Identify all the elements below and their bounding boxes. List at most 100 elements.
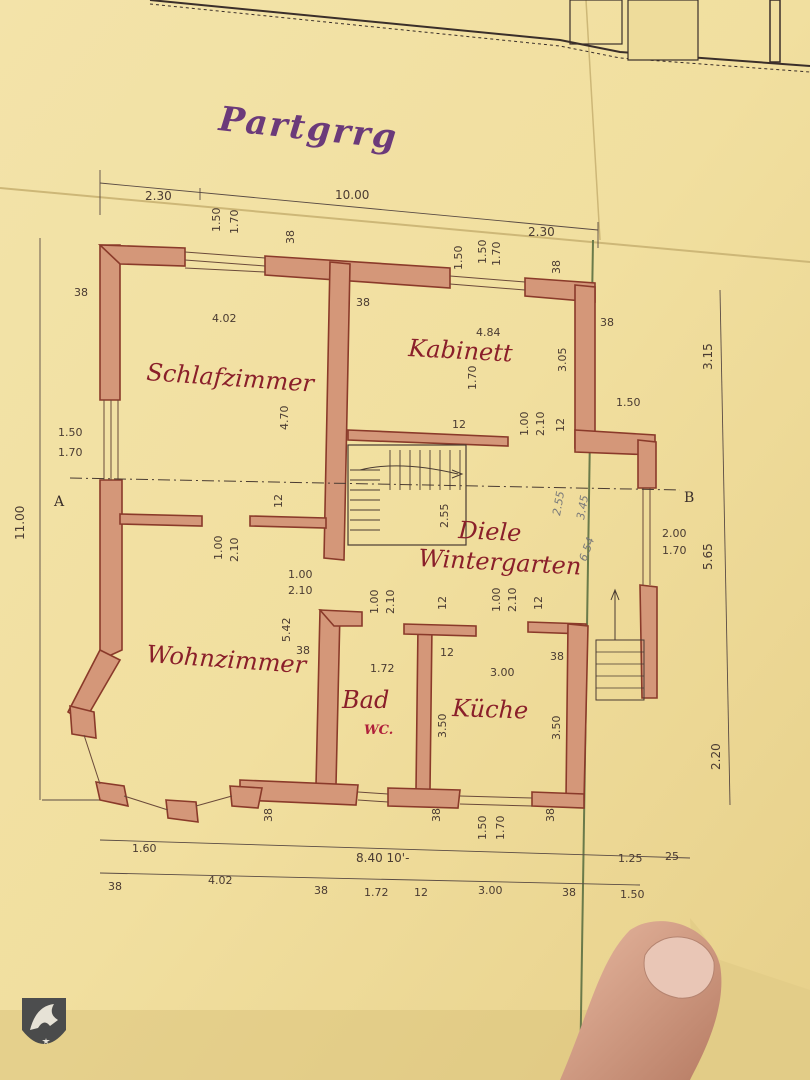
dim-bottom-r2-5: 12 <box>414 886 428 899</box>
open-w1b: 1.70 <box>228 210 241 235</box>
wall-top-mid <box>264 255 451 289</box>
dim-bottom-r2-3: 38 <box>314 884 328 897</box>
open-w5a: 1.50 <box>452 246 465 271</box>
dim-top-2: 10.00 <box>335 188 369 202</box>
pencil-note-1: 2.55 <box>550 490 567 516</box>
wall-mark-6: 38 <box>296 644 310 657</box>
dim-top-1: 2.30 <box>145 189 172 203</box>
open-d1b: 2.10 <box>228 538 241 563</box>
dim-kueche-height: 3.50 <box>550 716 563 741</box>
wall-mark-16: 38 <box>544 808 557 822</box>
dim-bad-width: 1.72 <box>370 662 395 675</box>
open-d4b: 2.10 <box>534 412 547 437</box>
open-w5b: 1.70 <box>466 366 479 391</box>
wall-mark-11: 12 <box>272 494 285 508</box>
wall-schlaf-bottom-right <box>249 515 327 529</box>
wall-bottom-right <box>531 791 585 809</box>
watermark-logo <box>22 998 66 1044</box>
dim-right-3: 2.20 <box>709 743 723 770</box>
dim-bottom-r2-7: 38 <box>562 886 576 899</box>
room-bad: Bad <box>341 686 389 714</box>
open-d1a: 1.00 <box>212 536 225 561</box>
wall-bad-top <box>318 609 363 627</box>
wall-bay-pier3 <box>165 799 199 823</box>
torn-paper-edge <box>690 918 810 1080</box>
dim-schlaf-height: 4.70 <box>278 406 291 431</box>
dim-right-1: 3.15 <box>701 343 715 370</box>
wall-mark-12: 12 <box>440 646 454 659</box>
dim-bottom-r2-1: 38 <box>108 880 122 893</box>
wall-mark-13: 12 <box>436 596 449 610</box>
open-w1a: 1.50 <box>210 208 223 233</box>
dim-bottom-total: 8.40 10'- <box>356 851 409 865</box>
wall-left-upper <box>99 244 121 401</box>
section-mark-b: B <box>684 490 694 506</box>
dimension-lines <box>39 170 731 886</box>
open-w4a: 1.50 <box>476 816 489 841</box>
wall-bottom-mid <box>387 787 461 809</box>
dim-bottom-r2-4: 1.72 <box>364 886 389 899</box>
wall-mark-3: 38 <box>356 296 370 309</box>
open-d2a: 1.00 <box>288 568 313 581</box>
wall-mark-14: 12 <box>532 596 545 610</box>
dim-top-3: 2.30 <box>528 225 555 239</box>
dim-kabinett-height: 3.05 <box>556 348 569 373</box>
wall-bay-pier2 <box>94 781 130 808</box>
wall-mark-7: 38 <box>550 650 564 663</box>
room-diele: Diele <box>457 516 522 547</box>
open-side: 1.50 <box>616 396 641 409</box>
wall-kabinett-bottom <box>347 429 509 447</box>
wall-bad-top-right <box>403 623 477 637</box>
fold-line-top <box>585 0 601 241</box>
wall-right-upper <box>574 284 596 451</box>
dim-bottom-r2-8: 1.50 <box>620 888 645 901</box>
open-d6a: 2.00 <box>662 527 687 540</box>
open-d4a: 1.00 <box>518 412 531 437</box>
wall-mark-1: 38 <box>74 286 88 299</box>
wall-mark-15: 38 <box>430 808 443 822</box>
room-kabinett: Kabinett <box>407 334 514 367</box>
open-w3a: 1.50 <box>58 426 83 439</box>
dim-bottom-r1-3: 25 <box>665 850 679 863</box>
dim-right-2: 5.65 <box>701 543 715 570</box>
wall-interior-vertical <box>323 261 351 561</box>
dim-left-total: 11.00 <box>13 506 27 540</box>
wall-left-mid <box>99 479 123 662</box>
wall-bad-right <box>415 624 433 791</box>
dim-bad-height: 3.50 <box>436 714 449 739</box>
wall-kueche-right <box>565 623 589 801</box>
wall-schlaf-bottom-left <box>119 513 203 527</box>
finger <box>560 921 722 1080</box>
dim-bottom-r1-2: 1.25 <box>618 852 643 865</box>
room-kueche: Küche <box>451 694 529 725</box>
wall-wintergarten-right-lower <box>639 584 658 699</box>
open-w2a: 1.50 <box>476 240 489 265</box>
dim-bottom-r2-2: 4.02 <box>208 874 233 887</box>
dim-schlaf-width: 4.02 <box>212 312 237 325</box>
windows <box>83 251 651 811</box>
dim-kueche-width: 3.00 <box>490 666 515 679</box>
stair-arrow <box>451 469 464 479</box>
open-d2b: 2.10 <box>288 584 313 597</box>
wall-bad-left <box>315 609 341 786</box>
wall-mark-9: 12 <box>452 418 466 431</box>
wall-mark-5: 38 <box>600 316 614 329</box>
wall-top-left <box>97 244 186 267</box>
dim-diele-height: 2.55 <box>438 504 451 529</box>
open-w4b: 1.70 <box>494 816 507 841</box>
section-mark-a: A <box>53 494 65 510</box>
staircase <box>347 444 645 701</box>
wall-bay-pier1 <box>69 704 97 739</box>
walls <box>66 244 658 823</box>
open-d6b: 1.70 <box>662 544 687 557</box>
open-d5b: 2.10 <box>506 588 519 613</box>
dim-kabinett-width: 4.84 <box>476 326 501 339</box>
wall-mark-8: 38 <box>262 808 275 822</box>
section-line <box>69 477 681 491</box>
open-w3b: 1.70 <box>58 446 83 459</box>
elevation-sketch-remnant <box>149 0 810 73</box>
open-d5a: 1.00 <box>490 588 503 613</box>
